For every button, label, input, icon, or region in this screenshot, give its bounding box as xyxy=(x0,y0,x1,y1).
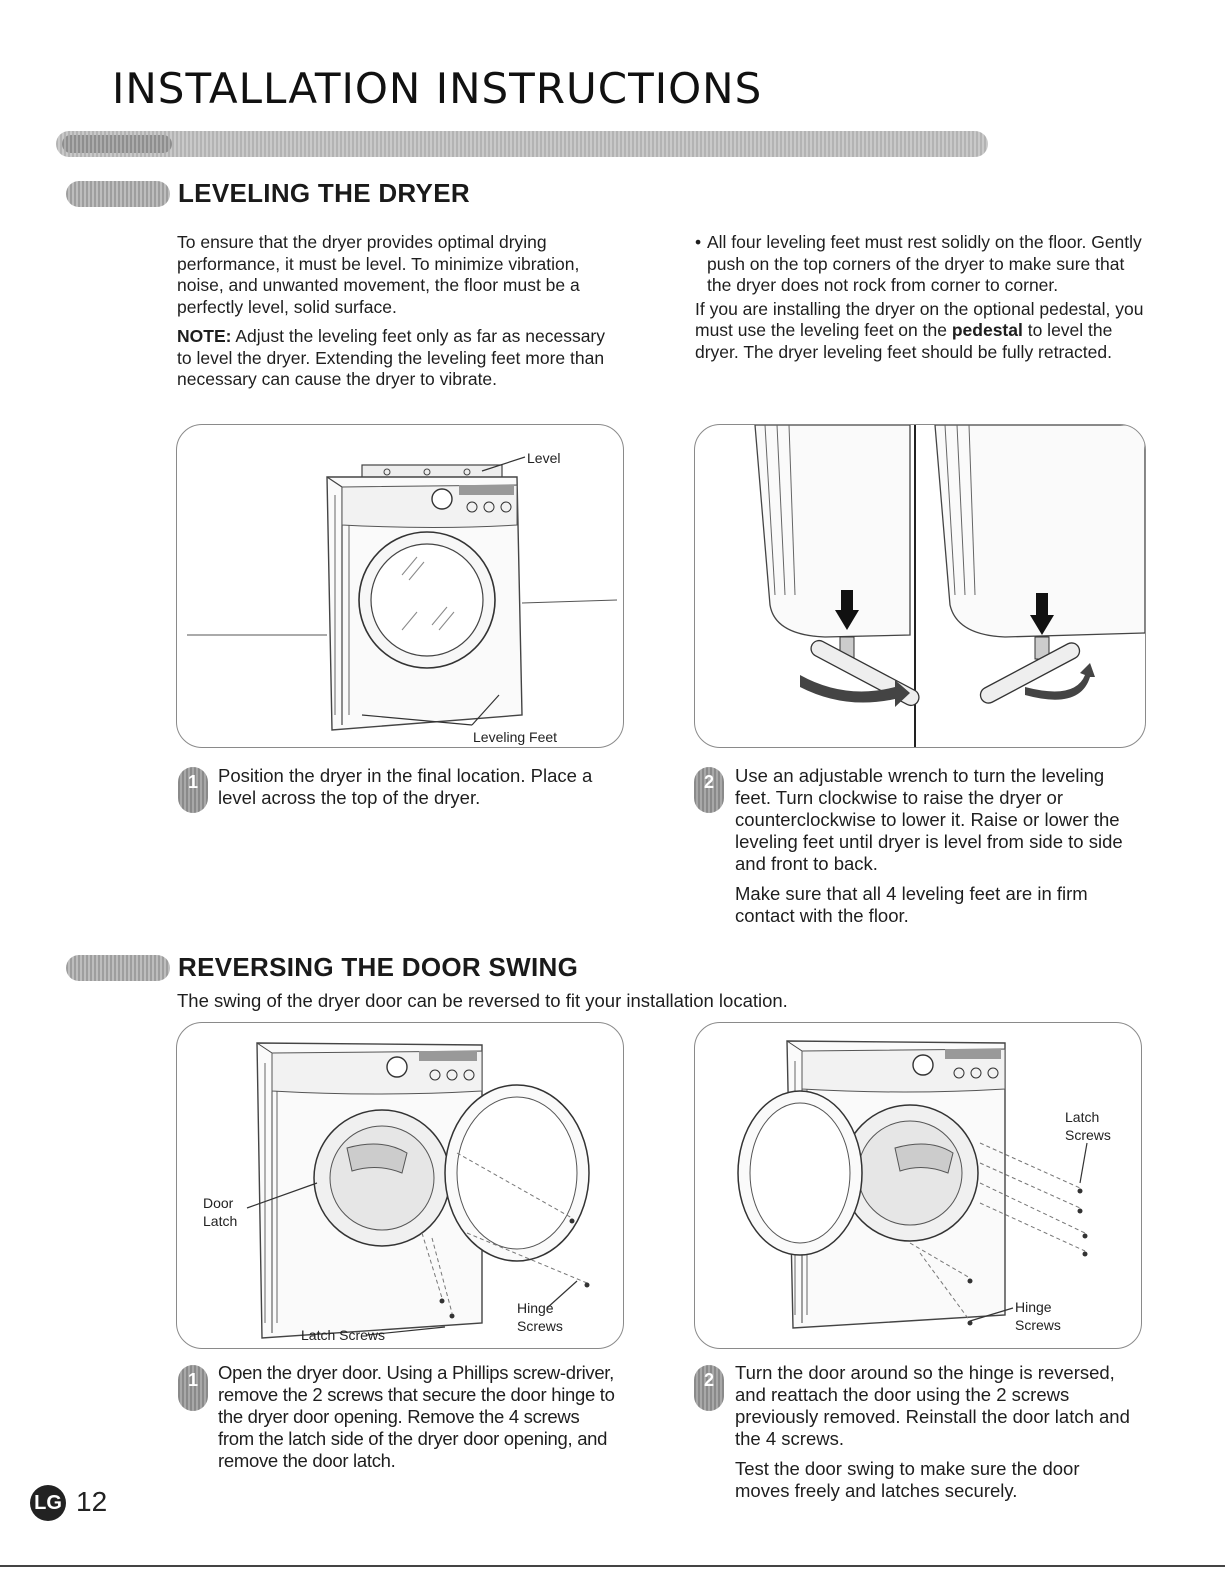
door-step-number-1: 1 xyxy=(187,1370,198,1390)
door-intro: The swing of the dryer door can be rever… xyxy=(177,990,788,1011)
figure-door-reversed: Latch Screws Hinge Screws xyxy=(694,1022,1142,1349)
label-door-latch-1: Door xyxy=(203,1195,234,1211)
label-latch-screws-r1: Latch xyxy=(1065,1109,1099,1125)
page-title: INSTALLATION INSTRUCTIONS xyxy=(112,64,763,113)
figure-level-dryer: Level Leveling Feet xyxy=(176,424,624,748)
label-latch-screws: Latch Screws xyxy=(301,1327,385,1343)
figure-wrench-adjust xyxy=(694,424,1146,748)
leveling-left-column: To ensure that the dryer provides optima… xyxy=(177,232,617,391)
label-hinge-1: Hinge xyxy=(517,1300,554,1316)
door-step-2-text2: Test the door swing to make sure the doo… xyxy=(735,1458,1080,1501)
door-step-badge-2: 2 xyxy=(694,1365,724,1411)
door-open-illustration: Door Latch Latch Screws Hinge Screws xyxy=(203,1042,590,1343)
section-heading-door: REVERSING THE DOOR SWING xyxy=(178,952,579,982)
title-decorative-bar xyxy=(56,131,988,157)
bullet-dot-icon: • xyxy=(695,232,702,252)
wrench-illustration xyxy=(754,425,1145,747)
leveling-step-2-text2: Make sure that all 4 leveling feet are i… xyxy=(735,883,1088,926)
label-leveling-feet: Leveling Feet xyxy=(473,729,557,745)
step-badge-1: 1 xyxy=(178,767,208,813)
leveling-bullet: • All four leveling feet must rest solid… xyxy=(695,232,1145,297)
door-step-2: Turn the door around so the hinge is rev… xyxy=(735,1362,1135,1502)
leveling-intro: To ensure that the dryer provides optima… xyxy=(177,232,580,317)
pedestal-text-after: to level the dryer. The dryer leveling f… xyxy=(695,320,1113,362)
pedestal-bold: pedestal xyxy=(951,320,1023,340)
lg-logo-icon: LG xyxy=(30,1485,66,1521)
label-hinge-2: Screws xyxy=(517,1318,563,1334)
leveling-step-1: Position the dryer in the final location… xyxy=(218,765,593,808)
step-number-2: 2 xyxy=(703,772,714,792)
section-heading-leveling: LEVELING THE DRYER xyxy=(178,178,470,208)
pedestal-text-before: If you are installing the dryer on the o… xyxy=(695,298,1144,341)
label-door-latch-2: Latch xyxy=(203,1213,237,1229)
door-step-2-text: Turn the door around so the hinge is rev… xyxy=(735,1362,1130,1449)
label-hinge-r2: Screws xyxy=(1015,1317,1061,1333)
page-number: 12 xyxy=(76,1486,108,1517)
section-pill-leveling xyxy=(66,181,170,207)
leveling-step-2-text: Use an adjustable wrench to turn the lev… xyxy=(735,765,1123,874)
bottom-rule xyxy=(0,1565,1225,1567)
door-step-number-2: 2 xyxy=(703,1370,714,1390)
leveling-step-2: Use an adjustable wrench to turn the lev… xyxy=(735,765,1135,927)
figure-door-open: Door Latch Latch Screws Hinge Screws xyxy=(176,1022,624,1349)
door-step-1: Open the dryer door. Using a Phillips sc… xyxy=(218,1362,615,1471)
label-hinge-r1: Hinge xyxy=(1015,1299,1052,1315)
label-latch-screws-r2: Screws xyxy=(1065,1127,1111,1143)
title-bar-accent xyxy=(62,135,172,153)
step-number-1: 1 xyxy=(187,772,198,792)
door-step-badge-1: 1 xyxy=(178,1365,208,1411)
note-label: NOTE: xyxy=(177,326,232,346)
door-reversed-illustration: Latch Screws Hinge Screws xyxy=(737,1040,1111,1333)
label-level: Level xyxy=(527,450,560,466)
note-text: Adjust the leveling feet only as far as … xyxy=(177,326,606,389)
step-badge-2: 2 xyxy=(694,767,724,813)
section-pill-door xyxy=(66,955,170,981)
dryer-level-illustration: Level Leveling Feet xyxy=(187,450,618,745)
leveling-bullet-text: All four leveling feet must rest solidly… xyxy=(707,232,1142,295)
leveling-right-column: • All four leveling feet must rest solid… xyxy=(695,232,1145,363)
pedestal-paragraph: If you are installing the dryer on the o… xyxy=(695,299,1145,364)
leveling-note: NOTE: Adjust the leveling feet only as f… xyxy=(177,326,617,391)
